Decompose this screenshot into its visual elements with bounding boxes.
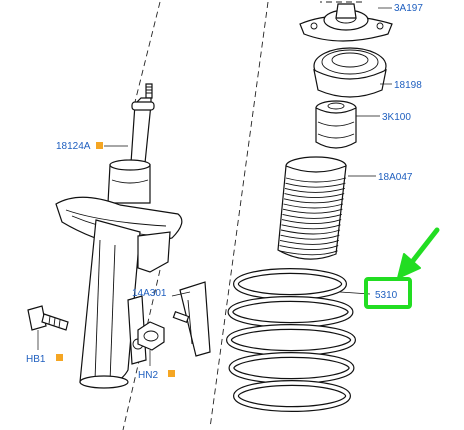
label-strut[interactable]: 18124A	[56, 141, 91, 152]
boot-rib	[280, 234, 340, 240]
bolt-part	[27, 305, 69, 331]
boot-rib	[280, 229, 341, 235]
orange-square-icon	[56, 354, 63, 361]
bearing-part	[313, 47, 387, 98]
label-bearing[interactable]: 18198	[394, 80, 422, 91]
dust-boot-part	[277, 156, 347, 260]
label-top-mount[interactable]: 3A197	[394, 3, 423, 14]
boot-rib	[284, 187, 345, 193]
spring-highlight	[364, 227, 440, 309]
label-dust-boot[interactable]: 18A047	[378, 172, 413, 183]
boot-rib	[285, 182, 346, 188]
spring-coil	[234, 269, 346, 299]
coil-spring-part	[226, 268, 356, 412]
green-arrow-head-icon	[397, 253, 421, 279]
orange-square-icon	[168, 370, 175, 377]
boot-rib	[279, 245, 339, 251]
label-spring[interactable]: 5310	[375, 290, 398, 301]
spring-coil	[234, 381, 350, 411]
strut-assembly	[55, 83, 183, 389]
spring-coil	[229, 353, 354, 383]
orange-square-icon	[96, 142, 103, 149]
highlight-box	[364, 277, 412, 309]
bump-stop-part	[315, 100, 357, 149]
boot-rib	[281, 219, 342, 225]
boot-rib	[283, 203, 344, 209]
boot-rib	[282, 213, 342, 219]
nut-part	[137, 321, 165, 351]
label-nut[interactable]: HN2	[138, 370, 158, 381]
spring-coil	[227, 325, 355, 355]
boot-rib	[283, 198, 344, 204]
label-bolt[interactable]: HB1	[26, 354, 46, 365]
green-arrow-icon	[409, 227, 440, 265]
stabilizer-bracket	[172, 281, 211, 357]
boot-rib	[285, 177, 347, 183]
boot-rib	[279, 239, 339, 245]
boot-rib	[278, 250, 338, 256]
boot-rib	[282, 208, 343, 214]
boot-rib	[284, 193, 345, 199]
part-labels: 3A197 18198 3K100 18A047 5310 18124A 14A…	[26, 3, 423, 381]
spring-coil	[228, 297, 353, 327]
label-bracket-bolt[interactable]: 14A301	[132, 288, 167, 299]
label-bump-stop[interactable]: 3K100	[382, 112, 411, 123]
boot-rib	[281, 224, 341, 230]
top-mount-part	[299, 3, 393, 42]
